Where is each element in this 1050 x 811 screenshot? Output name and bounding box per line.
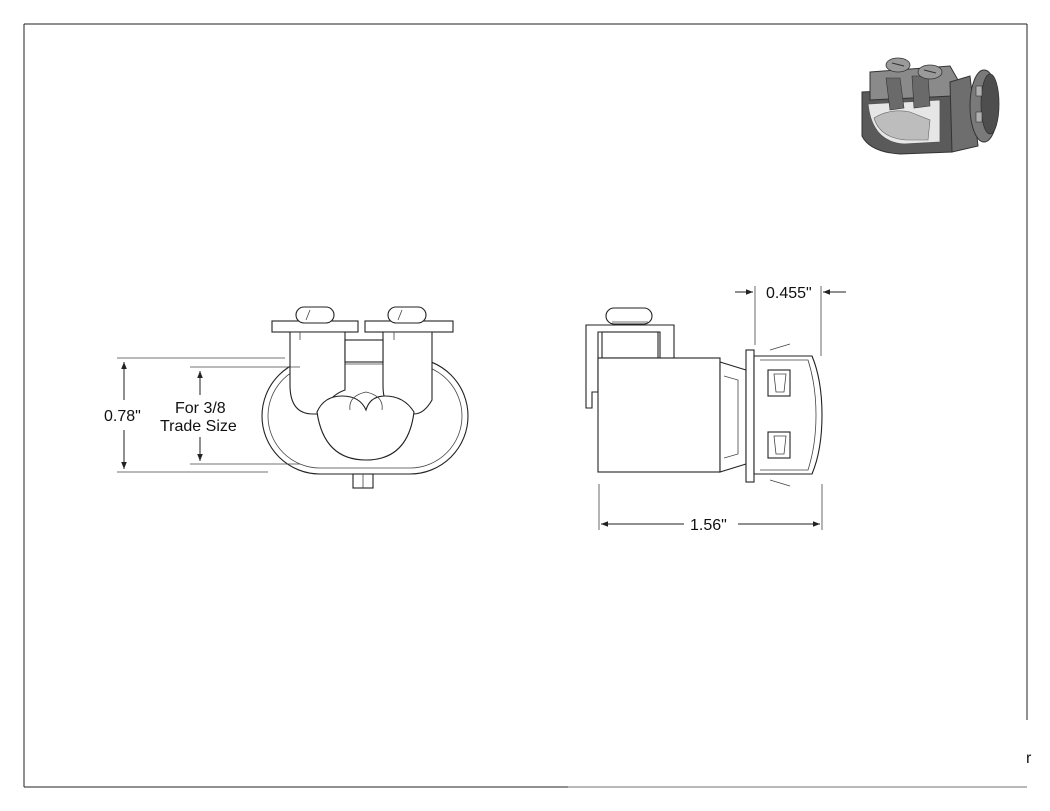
dimension-note [190, 366, 300, 465]
dimension-length [598, 484, 823, 530]
sheet-border [23, 23, 1028, 788]
note-line-1: For 3/8 [175, 400, 226, 417]
end-width-dimension-label: 0.455" [766, 285, 812, 302]
height-dimension-label: 0.78" [104, 408, 141, 425]
connector-3d-render-icon [861, 57, 1000, 155]
length-dimension-label: 1.56" [690, 517, 727, 534]
note-line-2: Trade Size [160, 418, 237, 435]
side-view [585, 307, 823, 487]
edge-fragment-text: r [1026, 750, 1032, 767]
dimension-end-width [735, 286, 846, 356]
front-view [261, 306, 469, 489]
dimension-height [117, 357, 285, 473]
